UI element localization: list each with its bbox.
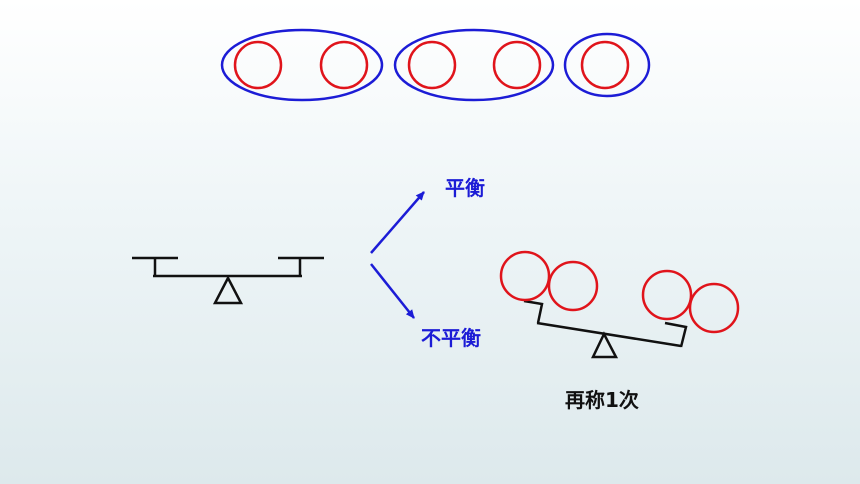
ball <box>688 282 740 334</box>
ball-group-3 <box>563 32 651 98</box>
balance-scale-level <box>132 256 324 305</box>
label-unbalanced: 不平衡 <box>421 326 481 350</box>
tilted-left-pan-balls <box>499 250 599 312</box>
ball <box>407 40 457 90</box>
ball <box>547 260 599 312</box>
balance-scale-tilted <box>523 299 688 359</box>
ball <box>233 40 283 90</box>
ball <box>580 40 630 90</box>
ball <box>499 250 551 302</box>
right-pan <box>664 321 688 348</box>
arrow-to-balanced <box>370 191 425 254</box>
arrow-to-unbalanced <box>370 263 415 319</box>
ball-group-1 <box>220 28 384 102</box>
group-ellipse <box>563 32 651 98</box>
left-pan <box>523 299 544 324</box>
tilted-right-pan-balls <box>641 269 740 334</box>
label-weigh-again: 再称1次 <box>565 388 639 412</box>
ball-group-2 <box>393 28 555 102</box>
label-balanced: 平衡 <box>445 176 485 200</box>
group-ellipse <box>220 28 384 102</box>
ball <box>641 269 693 321</box>
fulcrum <box>591 331 619 359</box>
ball <box>319 40 369 90</box>
ball <box>492 40 542 90</box>
fulcrum <box>212 275 244 305</box>
beam <box>536 321 682 348</box>
group-ellipse <box>393 28 555 102</box>
